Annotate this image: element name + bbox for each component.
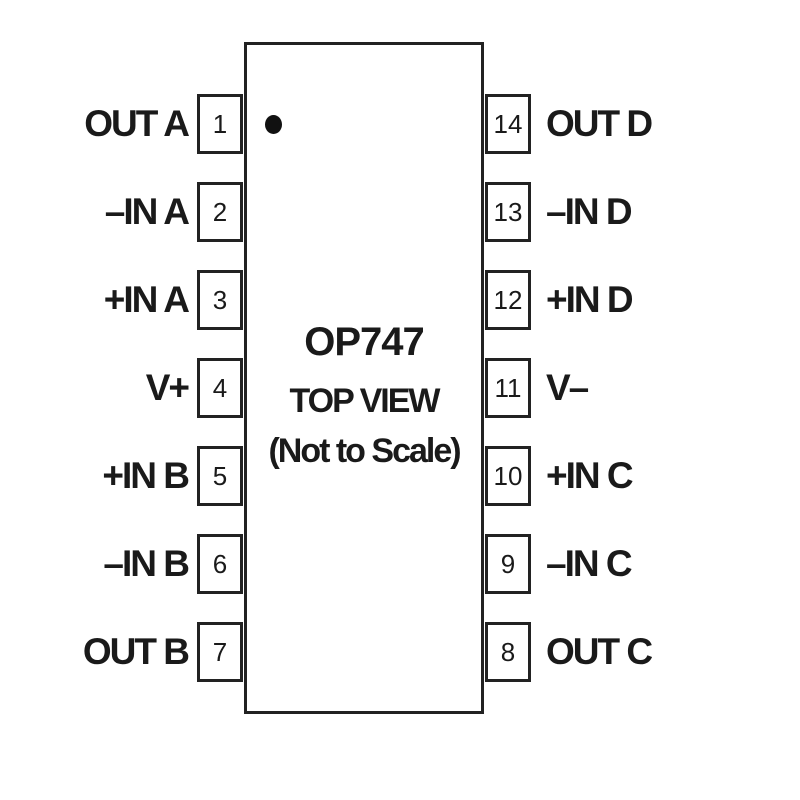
view-label: TOP VIEW bbox=[289, 382, 440, 420]
pin-label: +IN C bbox=[546, 455, 634, 496]
pin-number-box: 8 bbox=[485, 622, 531, 682]
pin-number-box: 11 bbox=[485, 358, 531, 418]
pin-number-box: 5 bbox=[197, 446, 243, 506]
pin-number-box: 1 bbox=[197, 94, 243, 154]
pin-number-box: 2 bbox=[197, 182, 243, 242]
pin-number-box: 14 bbox=[485, 94, 531, 154]
pin-label: –IN B bbox=[103, 543, 190, 584]
pin-number-box: 12 bbox=[485, 270, 531, 330]
pin-label: V+ bbox=[145, 367, 190, 408]
scale-note: (Not to Scale) bbox=[268, 432, 461, 470]
pin-label: OUT D bbox=[546, 103, 653, 144]
pin-label: V– bbox=[546, 367, 589, 408]
pin-number-box: 4 bbox=[197, 358, 243, 418]
pin-number-box: 13 bbox=[485, 182, 531, 242]
part-number: OP747 bbox=[304, 320, 425, 364]
pin-number-box: 9 bbox=[485, 534, 531, 594]
pin1-indicator-dot bbox=[265, 115, 282, 134]
pin-label: –IN A bbox=[104, 191, 190, 232]
pin-label: +IN B bbox=[102, 455, 190, 496]
pin-label: +IN A bbox=[103, 279, 190, 320]
pin-label: OUT C bbox=[546, 631, 653, 672]
pin-number-box: 6 bbox=[197, 534, 243, 594]
pin-number-box: 10 bbox=[485, 446, 531, 506]
pin-label: –IN D bbox=[546, 191, 633, 232]
pin-label: OUT A bbox=[84, 103, 190, 144]
pin-number-box: 3 bbox=[197, 270, 243, 330]
pin-number-box: 7 bbox=[197, 622, 243, 682]
chip-body bbox=[244, 42, 484, 714]
pin-label: OUT B bbox=[82, 631, 190, 672]
pin-label: +IN D bbox=[546, 279, 634, 320]
pin-label: –IN C bbox=[546, 543, 633, 584]
